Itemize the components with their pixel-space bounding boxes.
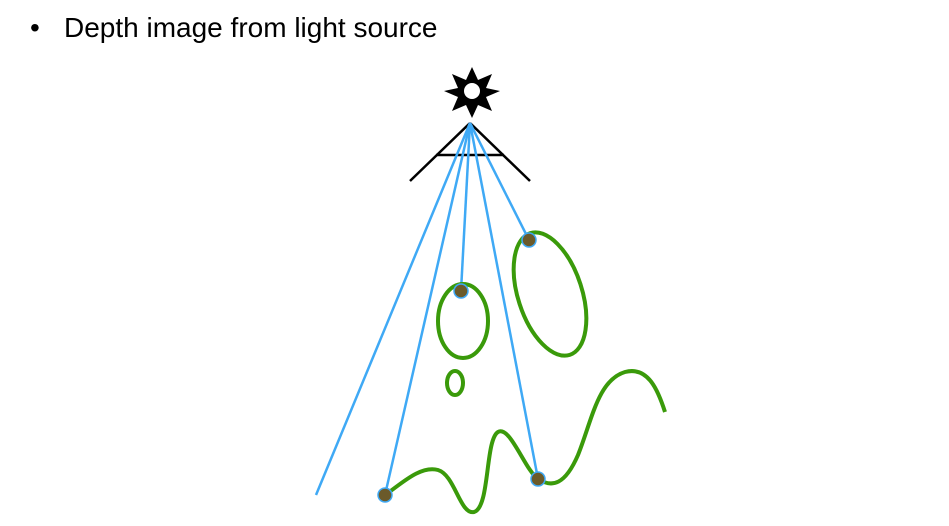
hit-point bbox=[521, 232, 537, 248]
hit-point bbox=[530, 471, 546, 487]
frustum-right-edge bbox=[469, 122, 531, 182]
object-ellipse-small bbox=[445, 369, 465, 397]
light-center bbox=[464, 83, 480, 99]
ray bbox=[468, 122, 540, 480]
ground-curve bbox=[383, 369, 667, 514]
bullet-dot: • bbox=[30, 12, 40, 43]
ray bbox=[459, 122, 472, 292]
ray bbox=[468, 122, 531, 241]
frustum-left-edge bbox=[409, 122, 471, 182]
ray bbox=[314, 122, 472, 496]
light-rays bbox=[314, 122, 540, 496]
object-ellipse-right bbox=[511, 230, 589, 358]
ray bbox=[383, 122, 472, 496]
light-source-icon bbox=[444, 67, 500, 118]
bullet-text: Depth image from light source bbox=[64, 12, 438, 43]
camera-frustum-icon bbox=[409, 122, 531, 182]
bullet-item: • Depth image from light source bbox=[30, 10, 438, 46]
hit-points bbox=[377, 232, 546, 503]
hit-point bbox=[377, 487, 393, 503]
hit-point bbox=[453, 283, 469, 299]
scene-objects bbox=[383, 230, 667, 514]
